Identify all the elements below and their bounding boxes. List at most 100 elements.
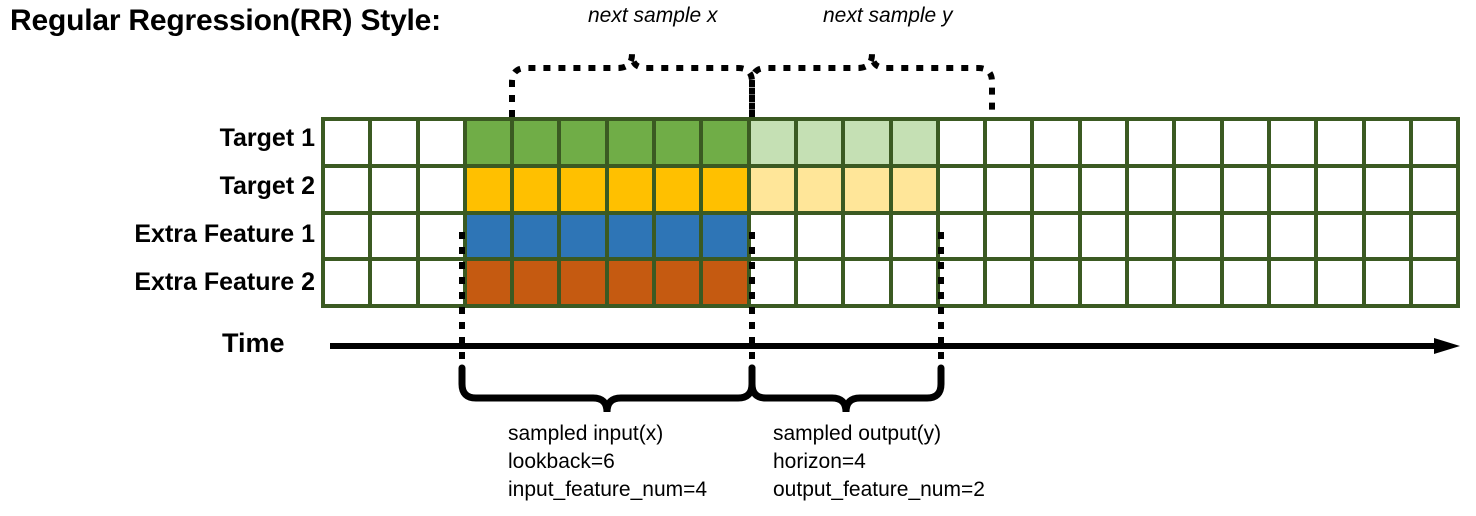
grid-cell: [514, 261, 558, 304]
grid-cell: [797, 167, 842, 211]
grid-cell: [1176, 121, 1220, 164]
row-label-extra-feature-2: Extra Feature 2: [134, 268, 315, 296]
sampled-input-line-3: input_feature_num=4: [508, 477, 708, 501]
grid-cell: [1412, 214, 1457, 258]
grid-cell: [372, 261, 416, 304]
grid-cell: [514, 121, 558, 164]
next-sample-x-brace: [509, 53, 755, 117]
sampled-input-caption: sampled input(x) lookback=6 input_featur…: [508, 420, 707, 504]
grid-cell: [656, 214, 700, 258]
grid-cell: [797, 121, 842, 164]
grid-cell: [466, 121, 511, 164]
grid-cell: [797, 261, 842, 304]
grid-cell: [1365, 214, 1409, 258]
sampled-input-brace: [458, 364, 756, 413]
grid-cell: [1318, 214, 1362, 258]
grid-cell: [419, 167, 463, 211]
grid-cell: [656, 261, 700, 304]
grid-cell: [845, 261, 889, 304]
grid-cell: [1034, 121, 1078, 164]
grid-cell: [987, 167, 1031, 211]
grid-cell: [845, 214, 889, 258]
grid-cell: [939, 121, 984, 164]
grid-cell: [1318, 167, 1362, 211]
grid-cell: [987, 121, 1031, 164]
grid-cell: [1081, 121, 1126, 164]
grid-cell: [419, 121, 463, 164]
grid-cell: [750, 214, 794, 258]
grid-cell: [1081, 214, 1126, 258]
grid-cell: [372, 121, 416, 164]
row-label-extra-feature-1: Extra Feature 1: [134, 220, 315, 248]
grid-cell: [325, 214, 369, 258]
grid-cell: [1412, 167, 1457, 211]
grid-cell: [1412, 121, 1457, 164]
grid-row-extra-feature-2: [325, 261, 1457, 304]
next-sample-y-brace: [749, 53, 995, 117]
grid-cell: [1365, 167, 1409, 211]
grid-cell: [987, 261, 1031, 304]
grid-cell: [1365, 261, 1409, 304]
grid-cell: [1223, 261, 1267, 304]
row-label-target-1: Target 1: [219, 124, 315, 152]
grid-cell: [703, 261, 747, 304]
grid-cell: [1129, 214, 1173, 258]
grid-cell: [1081, 261, 1126, 304]
grid-cell: [939, 214, 984, 258]
grid-cell: [514, 167, 558, 211]
grid-cell: [1270, 167, 1315, 211]
grid-cell: [750, 261, 794, 304]
grid-cell: [656, 167, 700, 211]
grid-cell: [750, 167, 794, 211]
grid-cell: [561, 121, 605, 164]
grid-cell: [325, 121, 369, 164]
grid-cell: [1129, 261, 1173, 304]
sampled-output-caption: sampled output(y) horizon=4 output_featu…: [773, 420, 985, 504]
grid-cell: [1365, 121, 1409, 164]
grid-cell: [608, 121, 653, 164]
grid-row-target-2: [325, 167, 1457, 211]
grid-cell: [419, 214, 463, 258]
grid-row-target-1: [325, 121, 1457, 164]
grid-cell: [514, 214, 558, 258]
sampled-output-brace: [748, 364, 945, 413]
sampled-input-line-1: sampled input(x): [508, 422, 664, 445]
grid-cell: [939, 261, 984, 304]
grid-cell: [561, 261, 605, 304]
grid-cell: [1270, 121, 1315, 164]
grid-cell: [372, 167, 416, 211]
sampled-output-line-1: sampled output(y): [773, 422, 942, 445]
grid-cell: [1318, 261, 1362, 304]
grid-cell: [892, 121, 936, 164]
grid-cell: [1129, 167, 1173, 211]
grid-cell: [750, 121, 794, 164]
time-axis-label: Time: [222, 328, 285, 358]
page-title: Regular Regression(RR) Style:: [10, 4, 441, 37]
timeseries-grid: [321, 117, 1460, 308]
time-axis-arrow: [330, 338, 1460, 354]
grid-cell: [1318, 121, 1362, 164]
grid-cell: [1270, 214, 1315, 258]
grid-cell: [797, 214, 842, 258]
sampled-output-line-3: output_feature_num=2: [773, 477, 985, 501]
grid-cell: [845, 121, 889, 164]
grid-cell: [656, 121, 700, 164]
grid-cell: [1270, 261, 1315, 304]
grid-cell: [845, 167, 889, 211]
grid-cell: [892, 261, 936, 304]
grid-cell: [1223, 214, 1267, 258]
grid-cell: [1176, 167, 1220, 211]
grid-cell: [1034, 261, 1078, 304]
grid-cell: [1412, 261, 1457, 304]
grid-cell: [608, 214, 653, 258]
row-label-target-2: Target 2: [219, 172, 315, 200]
grid-cell: [987, 214, 1031, 258]
grid-cell: [703, 167, 747, 211]
grid-cell: [561, 214, 605, 258]
grid-cell: [892, 167, 936, 211]
sampled-output-line-2: horizon=4: [773, 449, 866, 473]
grid-cell: [419, 261, 463, 304]
next-sample-y-label: next sample y: [823, 4, 953, 27]
grid-cell: [1129, 121, 1173, 164]
grid-cell: [1034, 167, 1078, 211]
